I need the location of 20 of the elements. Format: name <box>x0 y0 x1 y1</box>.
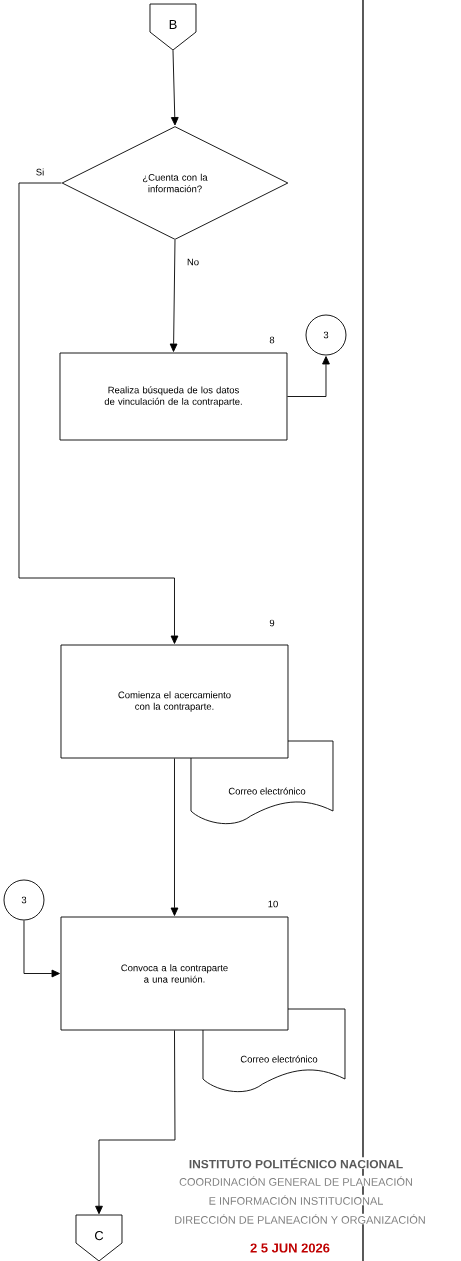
arrow <box>287 356 330 397</box>
arrow <box>18 182 179 644</box>
step-number: 8 <box>269 336 275 344</box>
stamp-text: DIRECCIÓN DE PLANEACIÓN Y ORGANIZACIÓN <box>173 1213 427 1225</box>
edge-label: No <box>185 257 201 267</box>
stamp-text: 2 5 JUN 2026 <box>249 1242 331 1254</box>
edge-label: Si <box>34 167 46 177</box>
stamp-text: E INFORMACIÓN INSTITUCIONAL <box>208 1194 384 1206</box>
step-number: 10 <box>268 900 278 908</box>
off-page-connector: B <box>149 3 197 51</box>
arrow <box>169 239 178 352</box>
arrow <box>170 49 179 126</box>
off-page-connector: C <box>75 1214 123 1261</box>
stamp-text: INSTITUTO POLITÉCNICO NACIONAL <box>188 1157 404 1169</box>
process-box: Realiza búsqueda de los datos de vinculación de la contraparte. <box>59 352 288 441</box>
arrow <box>23 920 60 978</box>
stamp-text: COORDINACIÓN GENERAL DE PLANEACIÓN <box>178 1175 414 1187</box>
arrow <box>95 1030 176 1215</box>
step-number: 9 <box>269 619 275 627</box>
arrow <box>170 758 179 916</box>
